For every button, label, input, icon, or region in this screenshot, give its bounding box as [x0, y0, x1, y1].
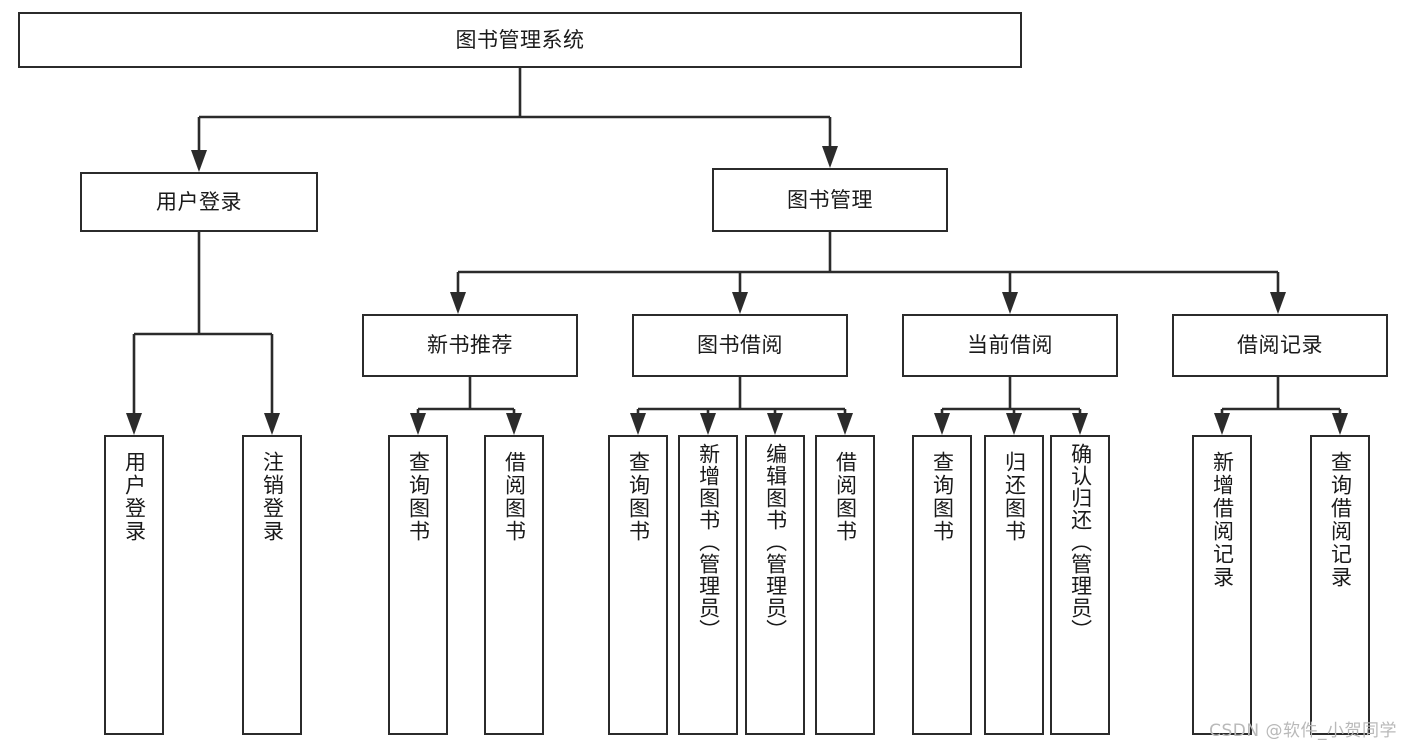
node-user-login[interactable]: 用户登录 — [80, 172, 318, 232]
node-leaf-add-borrow-record-label: 新增借阅记录 — [1210, 451, 1235, 589]
node-leaf-edit-book-label: 编辑图书（管理员） — [763, 443, 788, 641]
node-book-manage-label: 图书管理 — [787, 187, 873, 212]
node-root-label: 图书管理系统 — [455, 27, 585, 52]
node-book-manage[interactable]: 图书管理 — [712, 168, 948, 232]
node-current-borrow-label: 当前借阅 — [967, 333, 1053, 358]
node-leaf-query-book-rec-label: 查询图书 — [406, 451, 431, 543]
node-leaf-confirm-return-label: 确认归还（管理员） — [1068, 443, 1093, 641]
node-borrow-record[interactable]: 借阅记录 — [1172, 314, 1388, 377]
node-leaf-return-book-label: 归还图书 — [1002, 451, 1027, 543]
node-root[interactable]: 图书管理系统 — [18, 12, 1022, 68]
edge-bookborrow-to-leaves — [630, 377, 853, 435]
node-leaf-query-borrow-record[interactable]: 查询借阅记录 — [1310, 435, 1370, 735]
node-book-borrow[interactable]: 图书借阅 — [632, 314, 848, 377]
edge-newbookrec-to-leaves — [410, 377, 522, 435]
node-leaf-query-borrow-record-label: 查询借阅记录 — [1328, 451, 1353, 589]
node-book-borrow-label: 图书借阅 — [697, 333, 783, 358]
watermark: CSDN @软件_小贺同学 — [1209, 721, 1397, 741]
node-leaf-user-logout-label: 注销登录 — [260, 451, 285, 543]
node-leaf-user-logout[interactable]: 注销登录 — [242, 435, 302, 735]
node-leaf-query-book-cur-label: 查询图书 — [930, 451, 955, 543]
node-leaf-return-book[interactable]: 归还图书 — [984, 435, 1044, 735]
node-new-book-rec[interactable]: 新书推荐 — [362, 314, 578, 377]
node-leaf-add-book-label: 新增图书（管理员） — [696, 443, 721, 641]
node-leaf-borrow-book-rec-label: 借阅图书 — [502, 451, 527, 543]
node-leaf-user-login-label: 用户登录 — [122, 451, 147, 543]
node-leaf-query-book-borrow-label: 查询图书 — [626, 451, 651, 543]
edge-root-to-level1 — [191, 68, 838, 172]
node-current-borrow[interactable]: 当前借阅 — [902, 314, 1118, 377]
node-leaf-query-book-borrow[interactable]: 查询图书 — [608, 435, 668, 735]
node-leaf-add-book[interactable]: 新增图书（管理员） — [678, 435, 738, 735]
node-leaf-add-borrow-record[interactable]: 新增借阅记录 — [1192, 435, 1252, 735]
node-leaf-edit-book[interactable]: 编辑图书（管理员） — [745, 435, 805, 735]
node-borrow-record-label: 借阅记录 — [1237, 333, 1323, 358]
node-new-book-rec-label: 新书推荐 — [427, 333, 513, 358]
node-user-login-label: 用户登录 — [156, 189, 242, 214]
node-leaf-confirm-return[interactable]: 确认归还（管理员） — [1050, 435, 1110, 735]
node-leaf-borrow-book[interactable]: 借阅图书 — [815, 435, 875, 735]
edge-currentborrow-to-leaves — [934, 377, 1088, 435]
edge-bookmanage-to-level2 — [450, 232, 1286, 314]
node-leaf-borrow-book-label: 借阅图书 — [833, 451, 858, 543]
node-leaf-query-book-rec[interactable]: 查询图书 — [388, 435, 448, 735]
edge-userlogin-to-leaves — [126, 232, 280, 435]
node-leaf-query-book-cur[interactable]: 查询图书 — [912, 435, 972, 735]
node-leaf-borrow-book-rec[interactable]: 借阅图书 — [484, 435, 544, 735]
node-leaf-user-login[interactable]: 用户登录 — [104, 435, 164, 735]
edge-borrowrecord-to-leaves — [1214, 377, 1348, 435]
